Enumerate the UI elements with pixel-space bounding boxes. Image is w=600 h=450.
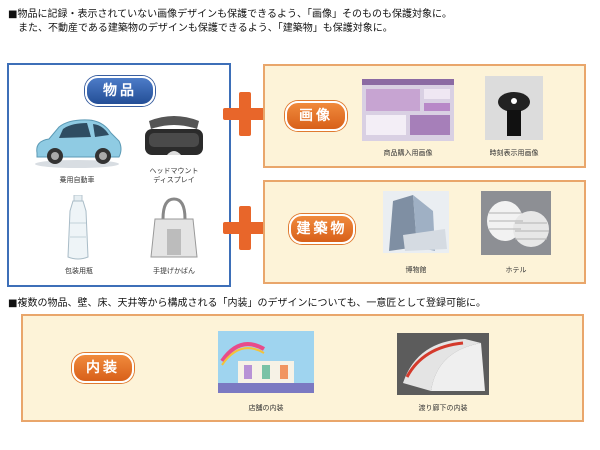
hotel-image xyxy=(481,191,551,255)
bag-caption: 手提げかばん xyxy=(153,267,195,275)
image-panel: 画像 商品購入用画像 時刻表示用画像 xyxy=(263,64,586,168)
hmd-caption: ヘッドマウント ディスプレイ xyxy=(149,167,199,184)
museum-caption: 博物館 xyxy=(405,266,427,274)
note-line-3: ■複数の物品、壁、床、天井等から構成される「内装」のデザインについても、一意匠と… xyxy=(8,298,487,309)
museum-image xyxy=(383,191,449,253)
hmd-image xyxy=(145,116,203,155)
plus-icon xyxy=(223,92,267,136)
purchase-screen-image xyxy=(362,79,454,141)
purchase-screen-caption: 商品購入用画像 xyxy=(383,149,433,157)
car-image xyxy=(35,119,122,168)
note-line-2: また、不動産である建築物のデザインも保護できるよう、「建築物」も保護対象に。 xyxy=(8,23,393,34)
interior-panel: 内装 店舗の内装 渡り廊下の内装 xyxy=(21,314,584,422)
shop-interior-image xyxy=(218,331,314,393)
architecture-label: 建築物 xyxy=(289,214,355,244)
car-caption: 乗用自動車 xyxy=(59,176,95,184)
bottle-caption: 包装用瓶 xyxy=(65,267,93,275)
interior-label: 内装 xyxy=(72,353,134,383)
shop-interior-caption: 店舗の内装 xyxy=(248,404,284,412)
clock-display-image xyxy=(485,76,543,140)
plus-icon xyxy=(223,206,267,250)
bag-image xyxy=(150,197,198,258)
products-label: 物品 xyxy=(85,76,155,106)
note-line-1: ■物品に記録・表示されていない画像デザインも保護できるよう、「画像」そのものも保… xyxy=(8,9,452,20)
corridor-interior-caption: 渡り廊下の内装 xyxy=(418,404,468,412)
bottle-image xyxy=(67,195,89,260)
clock-display-caption: 時刻表示用画像 xyxy=(489,149,539,157)
products-panel: 物品 乗用自動車 ヘッドマウント ディスプレイ 包装用瓶 手提げかばん xyxy=(7,63,231,287)
corridor-interior-image xyxy=(397,333,489,395)
hotel-caption: ホテル xyxy=(505,266,527,274)
image-label: 画像 xyxy=(285,101,347,131)
architecture-panel: 建築物 博物館 ホテル xyxy=(263,180,586,284)
